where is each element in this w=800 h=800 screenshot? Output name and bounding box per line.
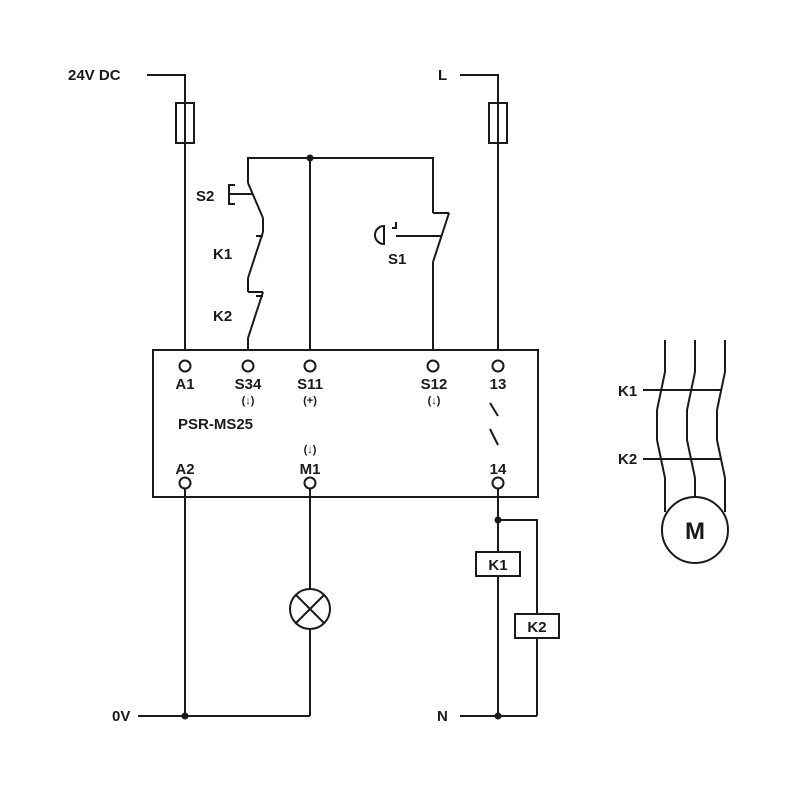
- terminal-s11: [303, 359, 317, 373]
- coil-k1: [475, 551, 521, 577]
- coil-k2-label: K2: [527, 619, 546, 636]
- motor-label: M: [685, 518, 705, 545]
- terminal-m1-label: M1: [300, 461, 321, 478]
- terminal-s34-label: S34: [235, 376, 262, 393]
- terminal-m1-sub: (↓): [304, 444, 317, 456]
- junction-n: [494, 712, 502, 720]
- switch-s1-emergency-stop: [374, 212, 450, 360]
- main-k1-label: K1: [618, 383, 637, 400]
- coil-k2: [514, 613, 560, 639]
- terminal-13: [491, 359, 505, 373]
- motor-phase-lines: [664, 340, 726, 372]
- terminal-13-label: 13: [490, 376, 507, 393]
- main-contact-k1: [643, 371, 726, 440]
- s1-label: S1: [388, 251, 406, 268]
- supply-n-label: N: [437, 708, 448, 725]
- terminal-s12-sub: (↓): [428, 395, 441, 407]
- contact-k1-feedback: [247, 231, 264, 292]
- terminal-s12-label: S12: [421, 376, 448, 393]
- supply-24v-label: 24V DC: [68, 67, 121, 84]
- terminal-m1: [303, 476, 317, 490]
- wire-l-to-13: [460, 74, 499, 360]
- terminal-a2-label: A2: [175, 461, 194, 478]
- main-k2-label: K2: [618, 451, 637, 468]
- lamp-icon: [289, 588, 331, 630]
- motor-icon: [661, 496, 729, 564]
- terminal-a2: [178, 476, 192, 490]
- terminal-s11-label: S11: [297, 376, 323, 393]
- supply-l-label: L: [438, 67, 447, 84]
- main-contact-k2: [643, 439, 726, 512]
- supply-0v-label: 0V: [112, 708, 130, 725]
- terminal-14: [491, 476, 505, 490]
- terminal-14-label: 14: [490, 461, 507, 478]
- wire-a2-to-0v: [138, 489, 311, 717]
- k1-feedback-label: K1: [213, 246, 232, 263]
- junction-0v: [181, 712, 189, 720]
- terminal-s34-sub: (↓): [242, 395, 255, 407]
- terminal-s34: [241, 359, 255, 373]
- internal-contact-13-14: [489, 402, 499, 446]
- switch-s2: [228, 182, 264, 232]
- terminal-a1-label: A1: [175, 376, 194, 393]
- module-name: PSR-MS25: [178, 416, 253, 433]
- k2-feedback-label: K2: [213, 308, 232, 325]
- coil-k1-label: K1: [488, 557, 507, 574]
- terminal-a1: [178, 359, 192, 373]
- s2-label: S2: [196, 188, 214, 205]
- junction-top-bus: [306, 154, 314, 162]
- wire-top-bus: [247, 157, 434, 360]
- terminal-s12: [426, 359, 440, 373]
- terminal-s11-sub: (+): [303, 395, 317, 407]
- junction-14: [494, 516, 502, 524]
- wire-24v-to-a1: [147, 74, 186, 360]
- module-psr-ms25: [152, 349, 539, 498]
